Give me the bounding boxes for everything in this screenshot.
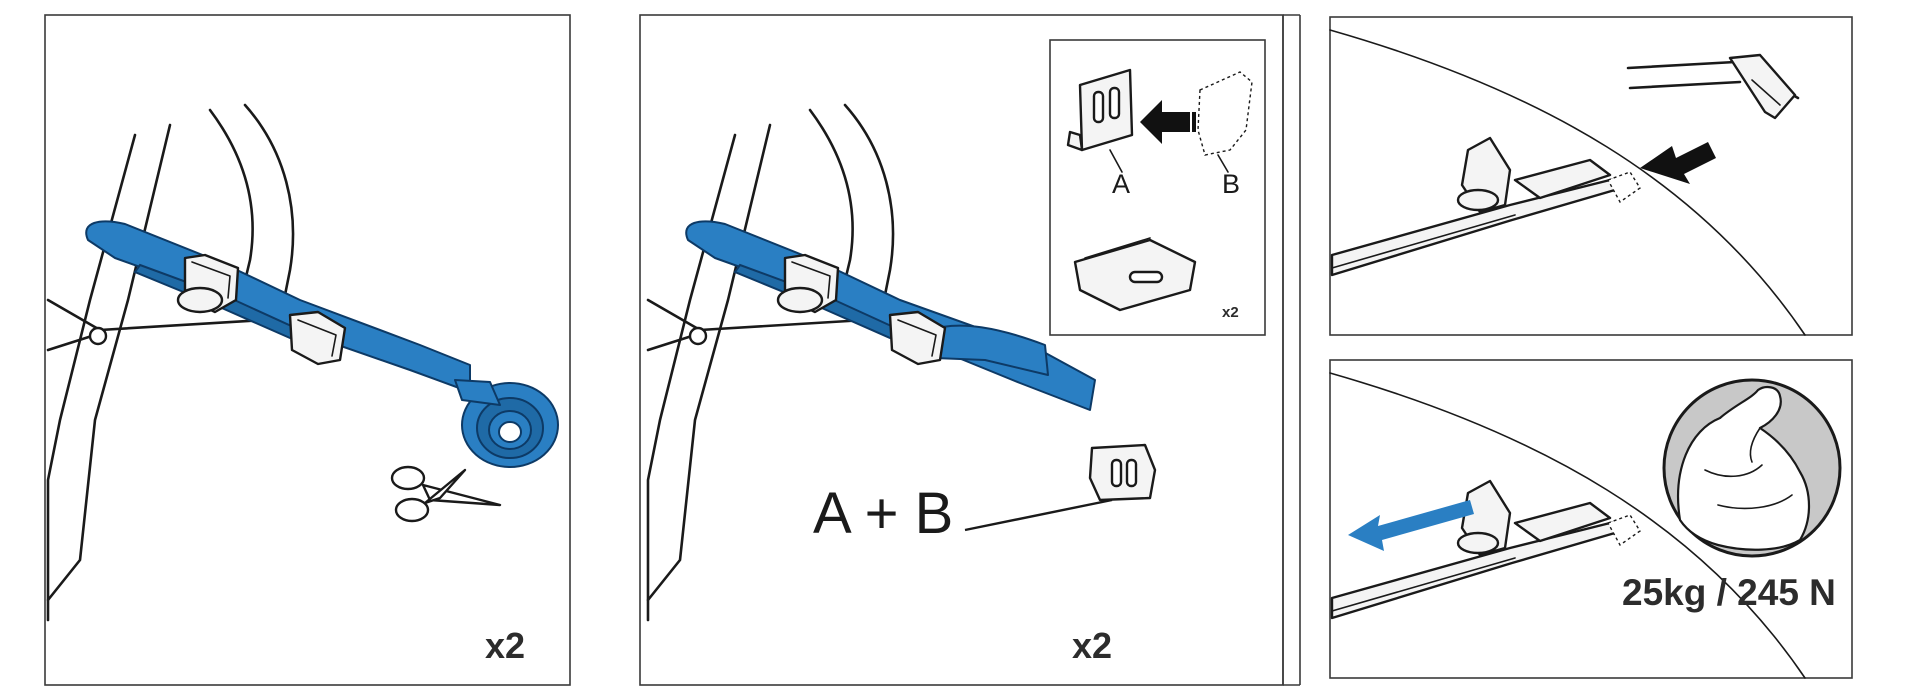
clip-part-a bbox=[1066, 68, 1134, 152]
buckle-1 bbox=[776, 253, 840, 314]
inset: A B x2 bbox=[1049, 39, 1266, 336]
scissors-icon bbox=[390, 465, 502, 523]
muscle-arm-icon bbox=[1662, 378, 1842, 558]
strap bbox=[85, 220, 559, 468]
pull-arrow-icon bbox=[1348, 500, 1474, 551]
assembled-clip bbox=[1073, 237, 1197, 312]
inset-multiplier: x2 bbox=[1222, 304, 1239, 321]
clip-detail bbox=[1626, 53, 1800, 120]
panel-2-multiplier: x2 bbox=[1072, 625, 1112, 666]
adhesive-pad bbox=[1606, 514, 1641, 547]
leader-b bbox=[1217, 154, 1229, 173]
callout-label: A + B bbox=[813, 481, 953, 546]
panel-4: 25kg / 245 N bbox=[1329, 359, 1853, 679]
arrow-icon bbox=[1140, 100, 1196, 144]
inset-label-a: A bbox=[1112, 169, 1130, 199]
buckle-1 bbox=[176, 253, 240, 314]
callout-leader bbox=[964, 498, 1113, 532]
clip-part-b bbox=[1197, 71, 1253, 156]
buckle bbox=[1456, 136, 1612, 214]
panel-1: x2 bbox=[44, 14, 571, 686]
inset-label-b: B bbox=[1222, 169, 1240, 199]
arrow-icon bbox=[1640, 142, 1716, 184]
panel-1-multiplier: x2 bbox=[485, 625, 525, 666]
buckle bbox=[1456, 479, 1612, 557]
adhesive-pad bbox=[1606, 171, 1641, 204]
buckle-2 bbox=[888, 310, 947, 366]
panel-2: A + B A B bbox=[639, 14, 1301, 686]
leader-a bbox=[1109, 149, 1123, 173]
canopy-curve bbox=[1329, 29, 1806, 336]
panel-3 bbox=[1329, 16, 1853, 336]
end-clip bbox=[1088, 443, 1157, 502]
canopy-curve bbox=[1329, 372, 1806, 679]
load-rating: 25kg / 245 N bbox=[1622, 572, 1836, 613]
buckle-2 bbox=[288, 310, 347, 366]
